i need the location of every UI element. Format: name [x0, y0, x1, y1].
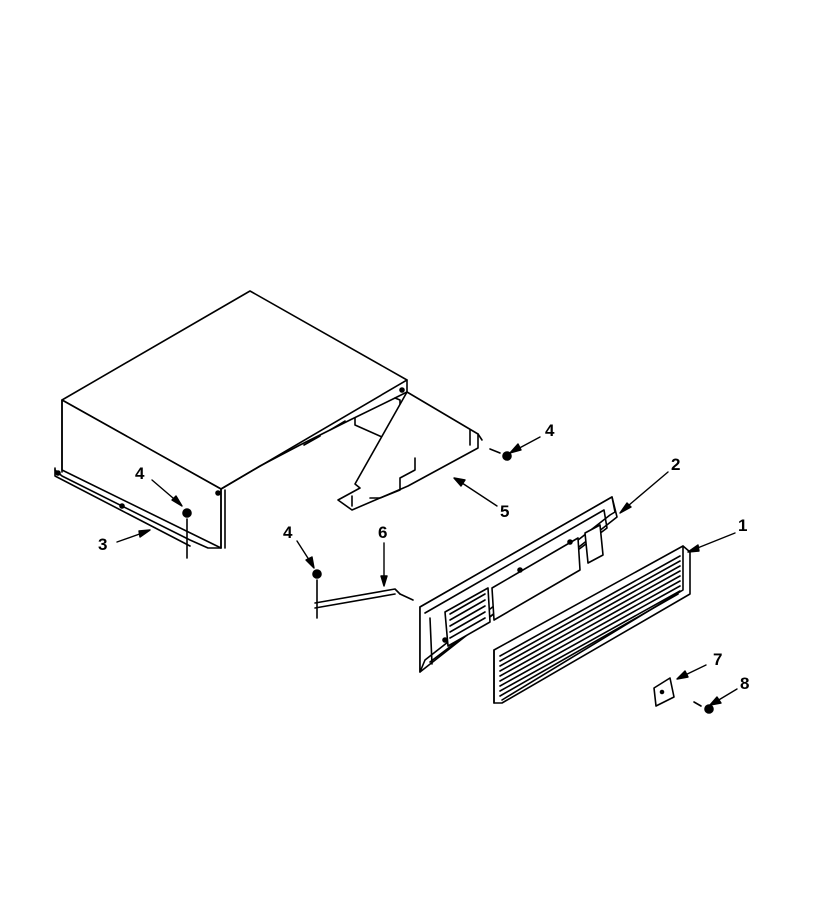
- part-6-rod: [314, 588, 414, 609]
- callout-2: 2: [671, 455, 681, 474]
- callout-4-upper: 4: [545, 421, 555, 440]
- part-3-housing: [54, 290, 408, 549]
- part-4-screw-mid: [312, 569, 322, 619]
- part-5-bracket: [337, 391, 483, 511]
- part-8-screw: [693, 701, 714, 714]
- part-4-screw-right: [489, 448, 512, 461]
- callout-8: 8: [740, 674, 750, 693]
- part-2-frame: [419, 496, 618, 673]
- callout-7: 7: [713, 650, 723, 669]
- part-7-plate: [653, 677, 675, 707]
- callout-4-left: 4: [135, 464, 145, 483]
- part-4-screw-left: [182, 508, 192, 559]
- part-1-grille: [493, 545, 691, 704]
- callout-5: 5: [500, 502, 510, 521]
- callout-1: 1: [738, 516, 748, 535]
- callout-3: 3: [98, 535, 108, 554]
- leader-lines: [116, 436, 738, 706]
- callout-4-mid: 4: [283, 523, 293, 542]
- callout-6: 6: [378, 523, 388, 542]
